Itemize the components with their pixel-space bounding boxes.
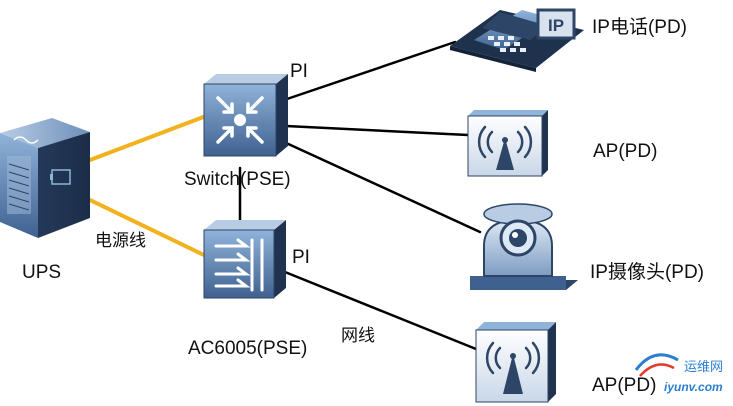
watermark-logo-icon	[634, 353, 679, 377]
wireless-ap-icon-1	[467, 110, 548, 177]
watermark-text-cn: 运维网	[684, 360, 724, 375]
pi-label-ac: PI	[292, 247, 310, 268]
network-cable-label: 网线	[341, 326, 375, 345]
ap1-label: AP(PD)	[593, 141, 658, 162]
ac-label: AC6005(PSE)	[188, 338, 308, 359]
pi-label-switch: PI	[290, 61, 308, 82]
ip-phone-badge: IP	[548, 16, 564, 35]
watermark-text-en: iyunv.com	[664, 380, 723, 394]
access-controller-icon	[203, 220, 286, 299]
ip-camera-label: IP摄像头(PD)	[590, 262, 705, 283]
power-cable-ups-ac	[88, 198, 208, 258]
power-cable-ups-switch	[88, 114, 208, 162]
power-cable-label: 电源线	[95, 231, 146, 250]
ip-phone-label: IP电话(PD)	[592, 17, 688, 38]
cable-switch-camera	[282, 140, 482, 234]
network-cables	[238, 40, 482, 351]
ups-icon	[0, 118, 90, 238]
cable-switch-ap1	[284, 124, 470, 137]
core-switch-icon	[203, 74, 288, 157]
cable-switch-phone	[282, 40, 457, 102]
ap2-label: AP(PD)	[592, 375, 657, 396]
wireless-ap-icon-2	[475, 322, 556, 403]
ip-phone-icon: IP	[450, 8, 584, 72]
ip-camera-icon	[470, 203, 578, 290]
switch-label: Switch(PSE)	[184, 169, 291, 190]
ups-label: UPS	[22, 262, 62, 283]
power-cables	[88, 114, 208, 258]
cable-ac-ap2	[278, 268, 478, 351]
